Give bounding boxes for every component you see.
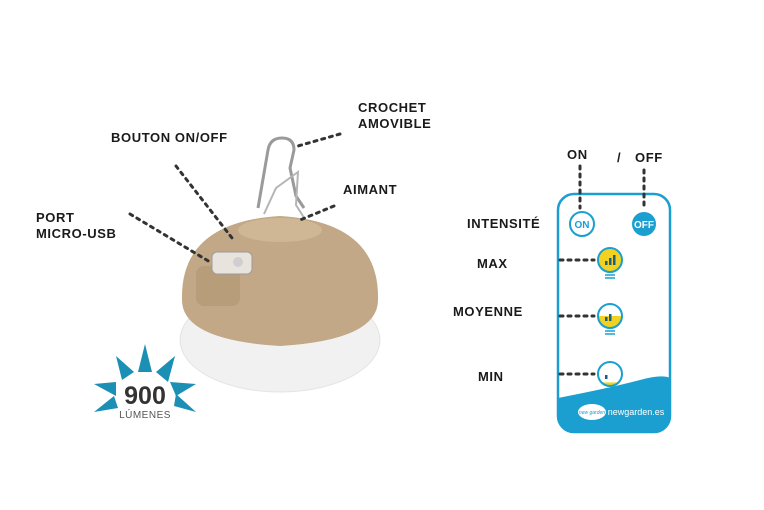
lumens-value: 900	[124, 382, 166, 410]
remote-off-button-label: OFF	[634, 220, 654, 231]
intensity-label: INTENSITÉ	[467, 216, 541, 231]
remote-slash: /	[617, 150, 622, 165]
level-moyenne-label: MOYENNE	[453, 304, 523, 319]
label-port: PORT MICRO-USB	[36, 210, 117, 242]
leader-port	[128, 212, 212, 264]
hook-image	[256, 136, 306, 209]
label-port-line1: PORT	[36, 210, 75, 225]
level-max-label: MAX	[477, 256, 508, 271]
bulb-moyenne-icon[interactable]	[597, 303, 623, 335]
remote-on-button[interactable]	[569, 211, 595, 237]
lumens-unit: LÚMENES	[119, 408, 171, 421]
brand-logo	[578, 404, 606, 420]
leader-aimant	[298, 204, 336, 222]
leader-bouton	[174, 164, 234, 240]
label-bouton: BOUTON ON/OFF	[111, 130, 228, 145]
remote-off-button[interactable]	[632, 212, 656, 236]
remote-off-label: OFF	[635, 150, 663, 165]
lamp-body	[181, 216, 379, 346]
leader-crochet	[296, 132, 342, 148]
label-crochet: CROCHET AMOVIBLE	[358, 100, 431, 132]
level-min-label: MIN	[478, 369, 504, 384]
label-crochet-line1: CROCHET	[358, 100, 427, 115]
sunburst-icon	[94, 344, 196, 412]
bulb-moyenne-fill	[598, 316, 622, 328]
bulb-max-icon[interactable]	[597, 247, 623, 279]
remote-on-button-label: ON	[575, 220, 590, 231]
bulb-min-icon[interactable]	[597, 361, 623, 393]
power-button-image	[211, 251, 253, 275]
bulb-min-fill	[598, 382, 622, 386]
brand-url: newgarden.es	[608, 407, 665, 417]
label-crochet-line2: AMOVIBLE	[358, 116, 432, 131]
remote-on-label: ON	[567, 147, 588, 162]
brand-logo-text: new garden	[579, 410, 605, 416]
label-port-line2: MICRO-USB	[36, 226, 117, 241]
label-aimant: AIMANT	[343, 182, 398, 197]
